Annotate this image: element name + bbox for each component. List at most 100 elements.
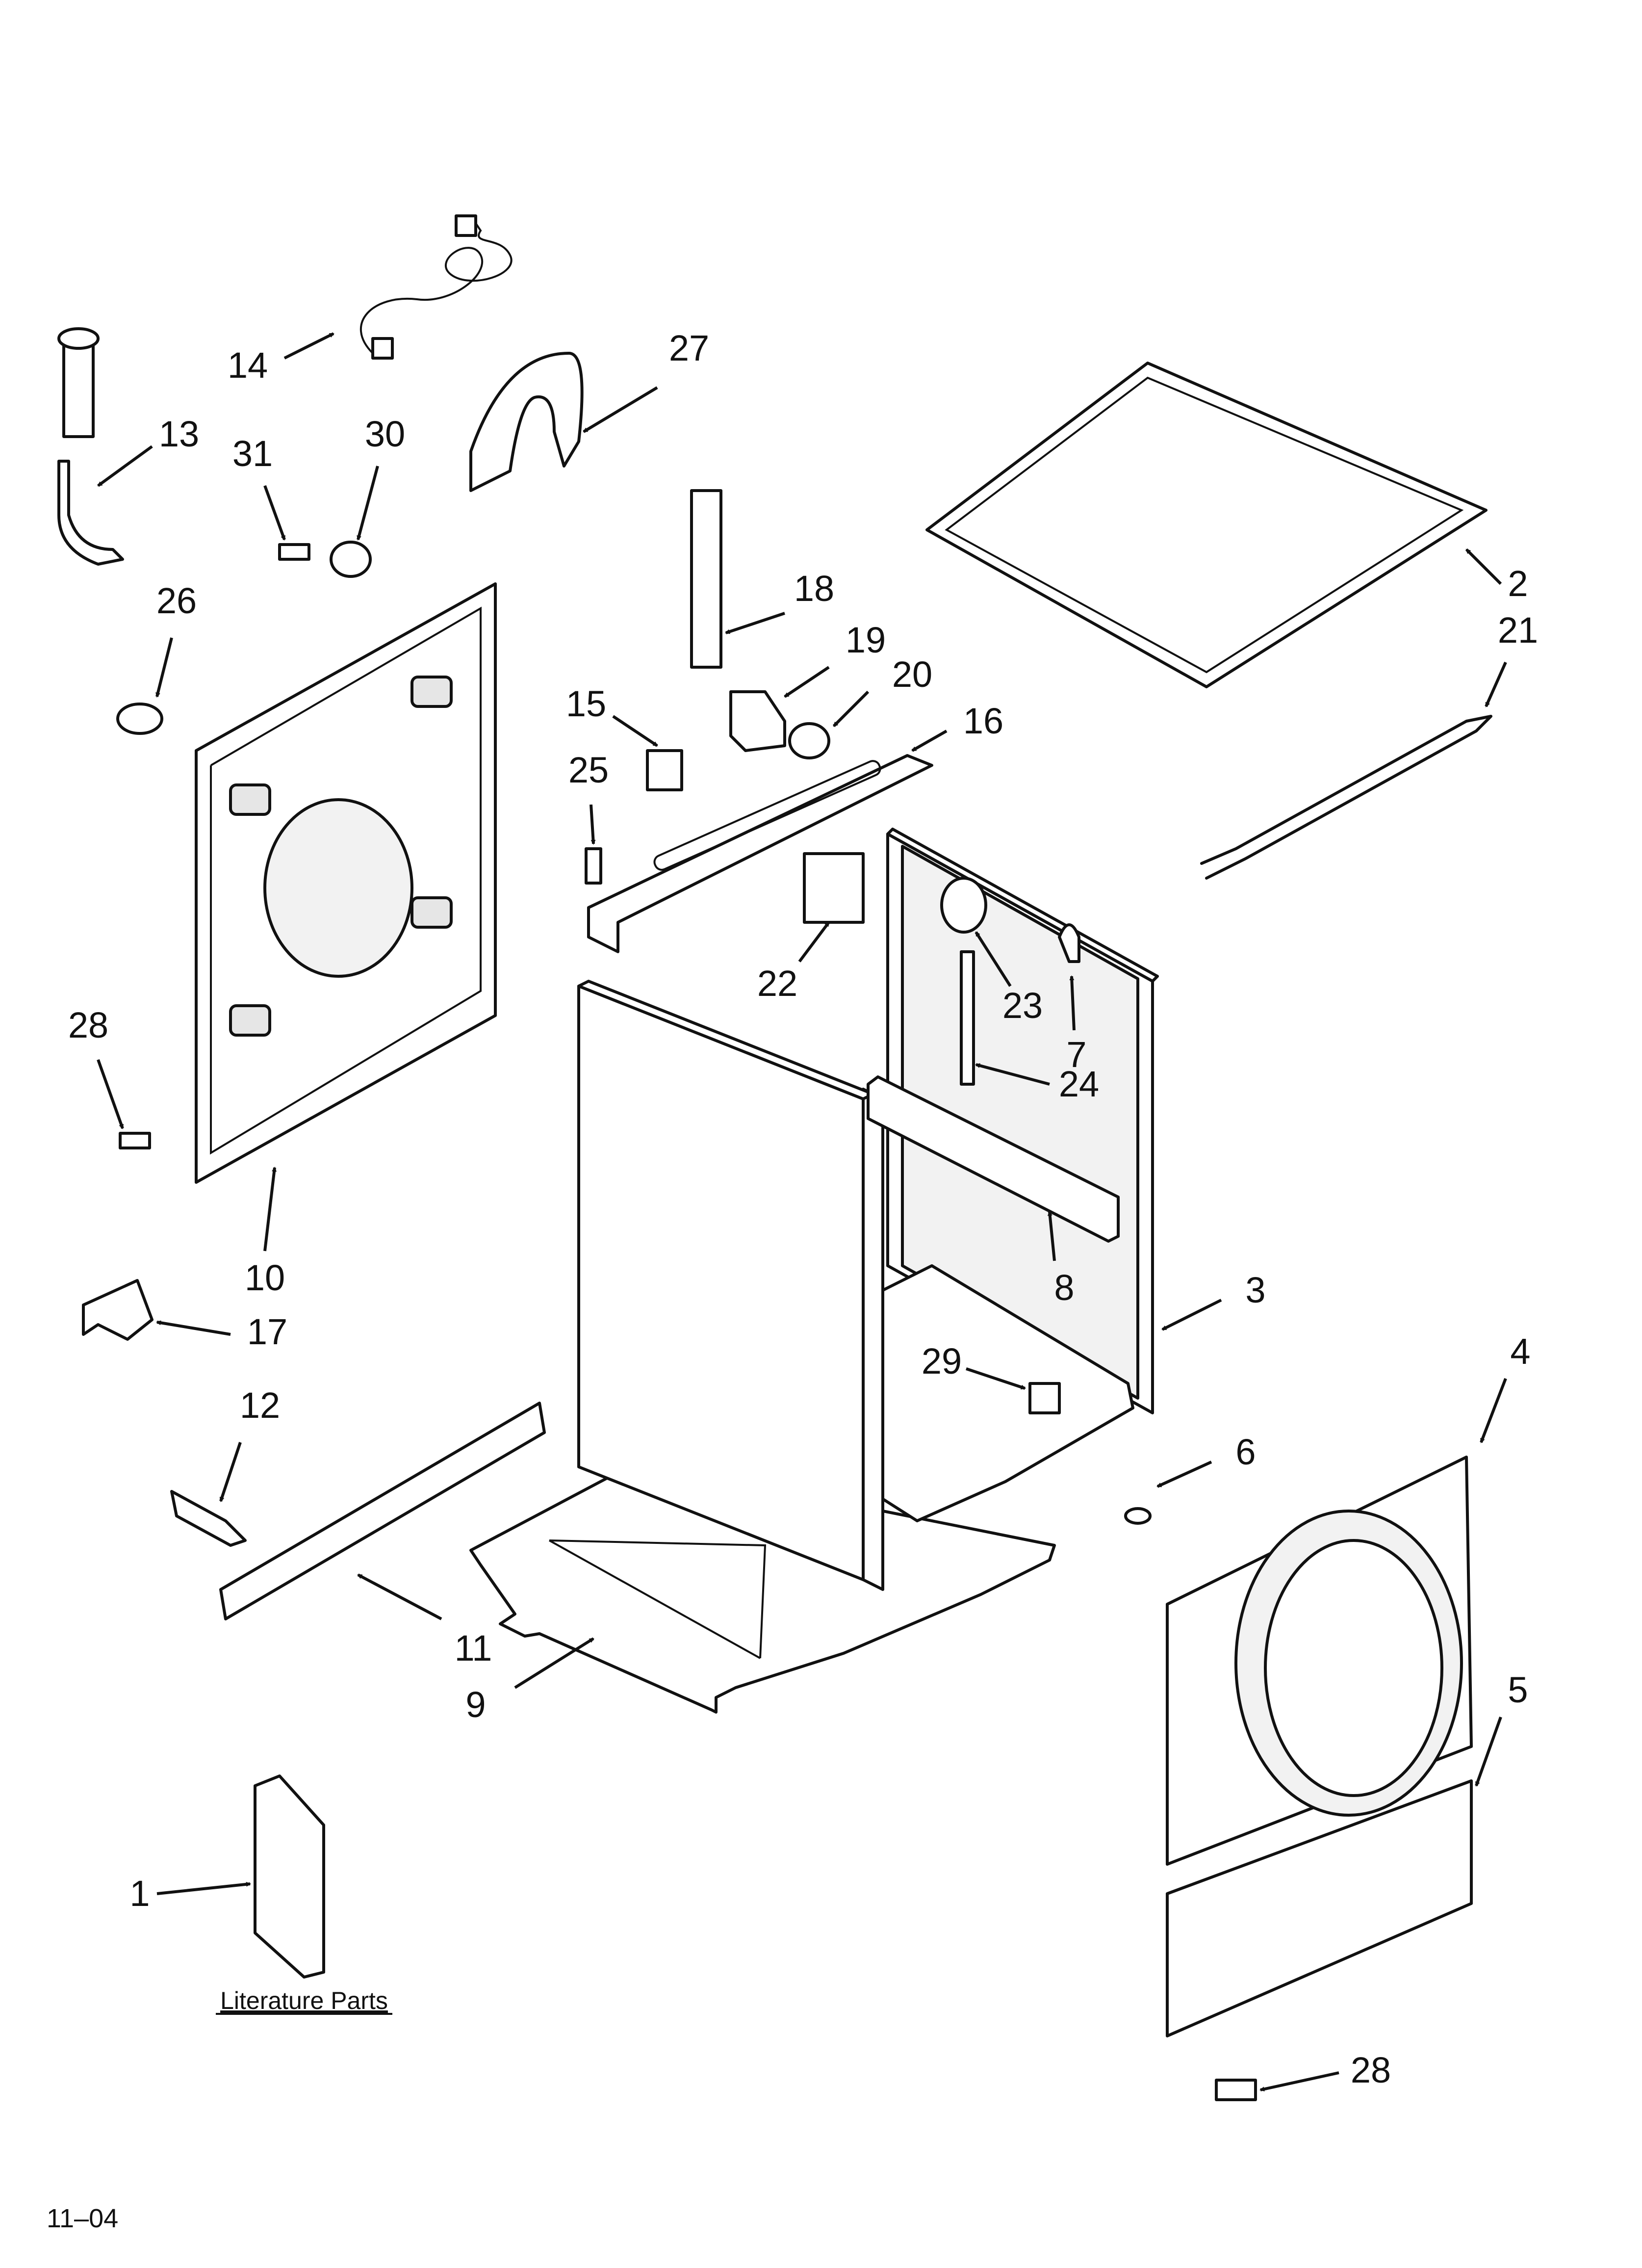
- base-sheet-crease: [549, 1539, 761, 1659]
- elbow-clamp: [788, 722, 830, 759]
- leader-4: [1480, 1378, 1507, 1443]
- back-panel-pad-1: [229, 783, 271, 816]
- callout-2: 2: [1508, 563, 1528, 604]
- screw-28-back: [119, 1132, 151, 1149]
- callout-29: 29: [922, 1341, 962, 1382]
- base-rail: [219, 1402, 546, 1620]
- pressure-tube: [960, 950, 975, 1086]
- leader-16: [911, 730, 948, 752]
- leader-1: [156, 1881, 251, 1895]
- literature-book: [254, 1774, 325, 1979]
- callout-23: 23: [1002, 985, 1043, 1026]
- leader-31: [263, 485, 286, 541]
- callout-20: 20: [892, 654, 932, 695]
- drain-hose-corrugated: [690, 489, 722, 669]
- leader-17: [156, 1320, 231, 1336]
- back-panel-rim: [210, 606, 482, 1155]
- leader-30: [357, 466, 379, 541]
- top-brace: [1200, 715, 1492, 880]
- leader-3: [1161, 1299, 1222, 1331]
- base-sheet-fold: [549, 1539, 767, 1659]
- callout-22: 22: [757, 963, 797, 1004]
- callout-13: 13: [159, 414, 199, 454]
- screw-31: [278, 543, 310, 561]
- cross-brace: [867, 1075, 1120, 1243]
- leader-20: [832, 690, 870, 728]
- cabinet-back-left: [862, 1088, 884, 1591]
- callout-4: 4: [1510, 1331, 1530, 1372]
- callout-28-back: 28: [68, 1005, 108, 1045]
- control-bracket: [587, 754, 933, 953]
- leader-28a: [97, 1059, 124, 1129]
- leader-23: [975, 931, 1012, 987]
- callout-14: 14: [228, 345, 268, 386]
- callout-27: 27: [669, 328, 709, 368]
- top-gasket: [925, 362, 1488, 688]
- leader-24: [975, 1063, 1050, 1086]
- leader-5: [1475, 1716, 1502, 1787]
- callout-6: 6: [1235, 1432, 1256, 1472]
- leveling-foot: [1124, 1507, 1152, 1525]
- control-bracket-slot: [653, 760, 881, 871]
- terminal-block: [646, 749, 683, 791]
- leader-11: [357, 1573, 442, 1620]
- leader-10: [263, 1167, 277, 1251]
- callout-5: 5: [1508, 1669, 1528, 1710]
- leader-18: [725, 612, 785, 634]
- callout-21: 21: [1498, 610, 1538, 651]
- leader-7: [1069, 975, 1076, 1031]
- leader-22: [798, 921, 830, 963]
- callout-28-front: 28: [1351, 2050, 1391, 2090]
- leader-14: [283, 332, 334, 360]
- back-panel-opening: [263, 798, 413, 978]
- callout-1: 1: [129, 1873, 150, 1914]
- hose-holder: [82, 1279, 154, 1341]
- callout-3: 3: [1245, 1270, 1265, 1310]
- callout-24: 24: [1059, 1064, 1099, 1104]
- callout-19: 19: [846, 620, 886, 660]
- callout-16: 16: [963, 701, 1003, 741]
- leader-26: [155, 637, 173, 698]
- callout-12: 12: [240, 1385, 280, 1426]
- toe-panel: [1166, 1779, 1473, 2037]
- callout-11: 11: [455, 1628, 492, 1668]
- leader-15: [612, 715, 658, 747]
- revision-code: 11–04: [47, 2204, 118, 2233]
- door-lock: [803, 852, 865, 924]
- callout-8: 8: [1054, 1267, 1074, 1308]
- back-panel-pad-2: [410, 676, 453, 708]
- leader-19: [784, 666, 830, 698]
- front-panel-door-window: [1264, 1539, 1443, 1797]
- hose-elbow: [729, 690, 786, 752]
- drain-hose: [57, 327, 124, 566]
- leader-9: [514, 1637, 594, 1689]
- leader-21: [1485, 661, 1507, 707]
- callout-31: 31: [232, 433, 273, 474]
- leader-2: [1465, 548, 1502, 585]
- cord-clamp: [330, 541, 372, 578]
- cord-bracket: [469, 352, 584, 492]
- callout-7: 7: [1066, 1034, 1086, 1075]
- callout-25: 25: [568, 750, 609, 790]
- callout-30: 30: [365, 414, 405, 454]
- leader-28b: [1259, 2071, 1339, 2092]
- hose-clamp: [116, 703, 163, 735]
- back-panel-pad-4: [229, 1004, 271, 1037]
- callout-26: 26: [156, 580, 197, 621]
- callout-17: 17: [247, 1311, 287, 1352]
- back-panel-pad-3: [410, 896, 453, 929]
- water-level-clip: [1028, 1382, 1061, 1414]
- leader-13: [97, 445, 153, 487]
- leader-6: [1156, 1460, 1212, 1488]
- screw-28-front: [1215, 2079, 1257, 2101]
- literature-parts-caption: Literature Parts: [220, 1987, 388, 2014]
- callout-9: 9: [465, 1684, 486, 1725]
- callout-15: 15: [566, 683, 606, 724]
- top-gasket-inner: [945, 376, 1464, 674]
- leader-29: [966, 1367, 1026, 1390]
- leader-8: [1047, 1211, 1056, 1261]
- pressure-switch: [940, 877, 987, 934]
- shipping-bolt: [170, 1490, 247, 1547]
- power-cord: [359, 214, 513, 360]
- hose-clip: [1058, 923, 1080, 963]
